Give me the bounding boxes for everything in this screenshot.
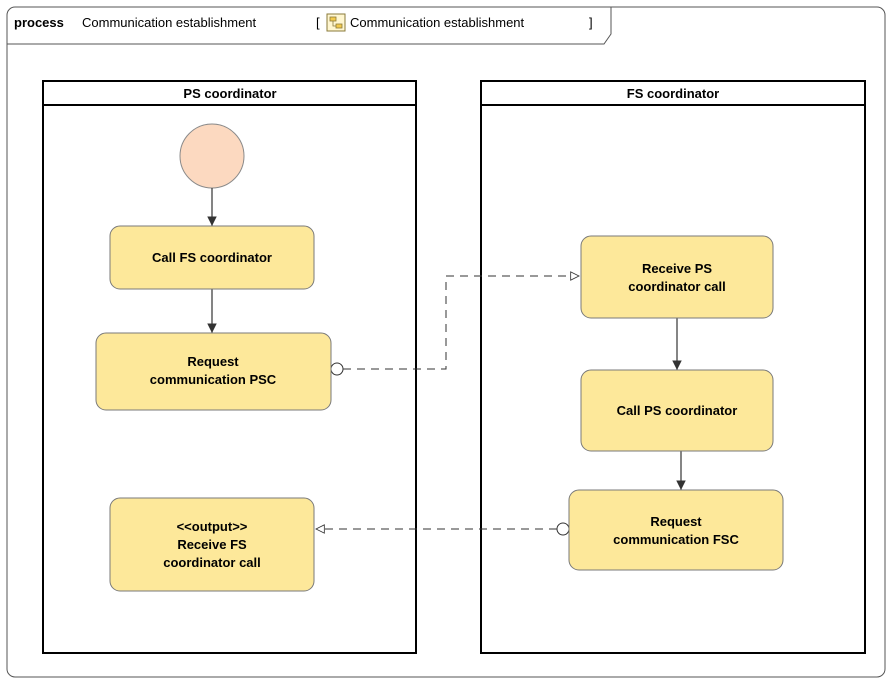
activity-diagram-icon: [326, 13, 346, 32]
action-label-line-1: Request: [187, 354, 239, 369]
initial-node[interactable]: [179, 123, 245, 189]
action-label-line-1: Request: [650, 514, 702, 529]
action-label-line-2: communication PSC: [150, 372, 277, 387]
output-pin-psc: [330, 362, 344, 376]
action-label-line-2: coordinator call: [628, 279, 726, 294]
action-receive-fs-coordinator-call[interactable]: <<output>> Receive FS coordinator call: [109, 497, 315, 592]
frame-header-tab: [7, 7, 612, 45]
action-receive-ps-coordinator-call[interactable]: Receive PS coordinator call: [580, 235, 774, 319]
action-request-communication-psc[interactable]: Request communication PSC: [95, 332, 332, 411]
action-label-line-1: Receive PS: [642, 261, 712, 276]
frame-name: Communication establishment: [82, 15, 257, 30]
frame-bracket-close: ]: [589, 15, 593, 30]
action-request-communication-fsc[interactable]: Request communication FSC: [568, 489, 784, 571]
action-call-fs-coordinator[interactable]: Call FS coordinator: [109, 225, 315, 290]
frame-ref-name: Communication establishment: [350, 15, 525, 30]
action-call-ps-coordinator[interactable]: Call PS coordinator: [580, 369, 774, 452]
action-label-line-2: communication FSC: [613, 532, 739, 547]
action-label-line-1: Receive FS: [177, 537, 247, 552]
action-label: Call PS coordinator: [617, 403, 738, 418]
action-label: Call FS coordinator: [152, 250, 272, 265]
action-label-line-2: coordinator call: [163, 555, 261, 570]
frame-keyword: process: [14, 15, 64, 30]
lane-title-fs-coordinator: FS coordinator: [627, 86, 719, 101]
lane-title-ps-coordinator: PS coordinator: [183, 86, 276, 101]
frame-bracket-open: [: [316, 15, 320, 30]
action-stereotype: <<output>>: [177, 519, 248, 534]
output-pin-fsc: [556, 522, 570, 536]
